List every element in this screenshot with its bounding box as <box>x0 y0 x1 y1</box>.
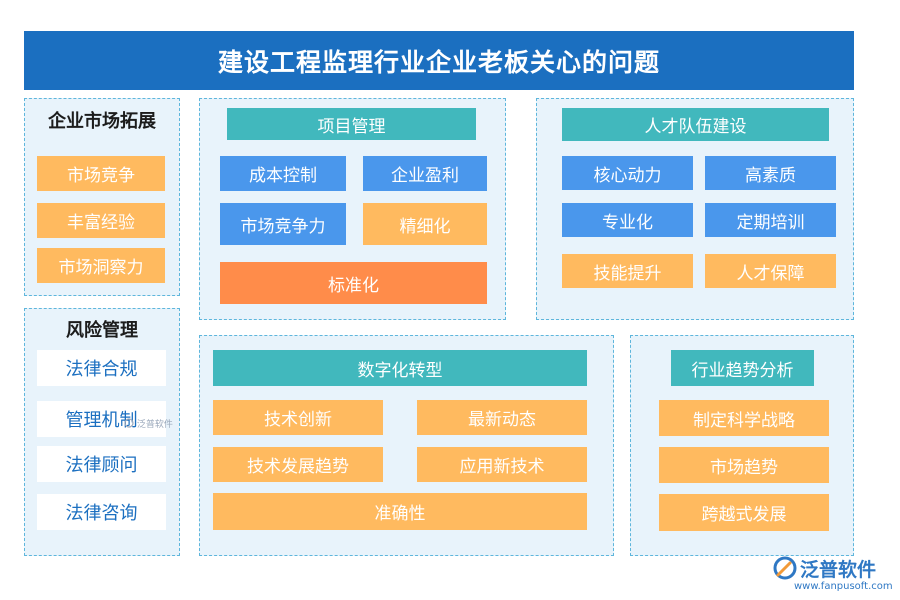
trend-item: 市场趋势 <box>659 447 829 483</box>
market-item: 市场洞察力 <box>37 248 165 283</box>
project-header: 项目管理 <box>227 108 476 140</box>
diagram-title: 建设工程监理行业企业老板关心的问题 <box>24 31 854 90</box>
digital-item: 技术发展趋势 <box>213 447 383 482</box>
risk-item: 法律顾问 <box>37 446 166 482</box>
watermark-text: 泛普软件 <box>136 420 173 430</box>
risk-header: 风险管理 <box>66 320 138 341</box>
trend-item: 制定科学战略 <box>659 400 829 436</box>
digital-item: 最新动态 <box>417 400 587 435</box>
trend-header: 行业趋势分析 <box>671 350 814 386</box>
talent-header: 人才队伍建设 <box>562 108 829 141</box>
talent-item: 人才保障 <box>705 254 836 288</box>
digital-item: 技术创新 <box>213 400 383 435</box>
market-item: 市场竞争 <box>37 156 165 191</box>
talent-item: 核心动力 <box>562 156 693 190</box>
watermark-logo-icon <box>124 418 134 428</box>
digital-header: 数字化转型 <box>213 350 587 386</box>
brand-name: 泛普软件 <box>800 559 877 581</box>
brand-logo-icon <box>773 556 797 580</box>
talent-item: 高素质 <box>705 156 836 190</box>
project-item: 市场竞争力 <box>220 203 346 245</box>
risk-item: 法律合规 <box>37 350 166 386</box>
talent-item: 技能提升 <box>562 254 693 288</box>
project-item: 标准化 <box>220 262 487 304</box>
project-item: 企业盈利 <box>363 156 487 191</box>
brand-url: www.fanpusoft.com <box>794 581 893 592</box>
risk-item: 法律咨询 <box>37 494 166 530</box>
talent-item: 专业化 <box>562 203 693 237</box>
risk-item: 管理机制 <box>37 401 166 437</box>
project-item: 精细化 <box>363 203 487 245</box>
watermark: 泛普软件 <box>124 417 173 430</box>
trend-item: 跨越式发展 <box>659 494 829 531</box>
market-item: 丰富经验 <box>37 203 165 238</box>
talent-item: 定期培训 <box>705 203 836 237</box>
brand-logo: 泛普软件 www.fanpusoft.com <box>772 553 896 593</box>
project-item: 成本控制 <box>220 156 346 191</box>
digital-item: 准确性 <box>213 493 587 530</box>
market-header: 企业市场拓展 <box>48 111 156 132</box>
digital-item: 应用新技术 <box>417 447 587 482</box>
